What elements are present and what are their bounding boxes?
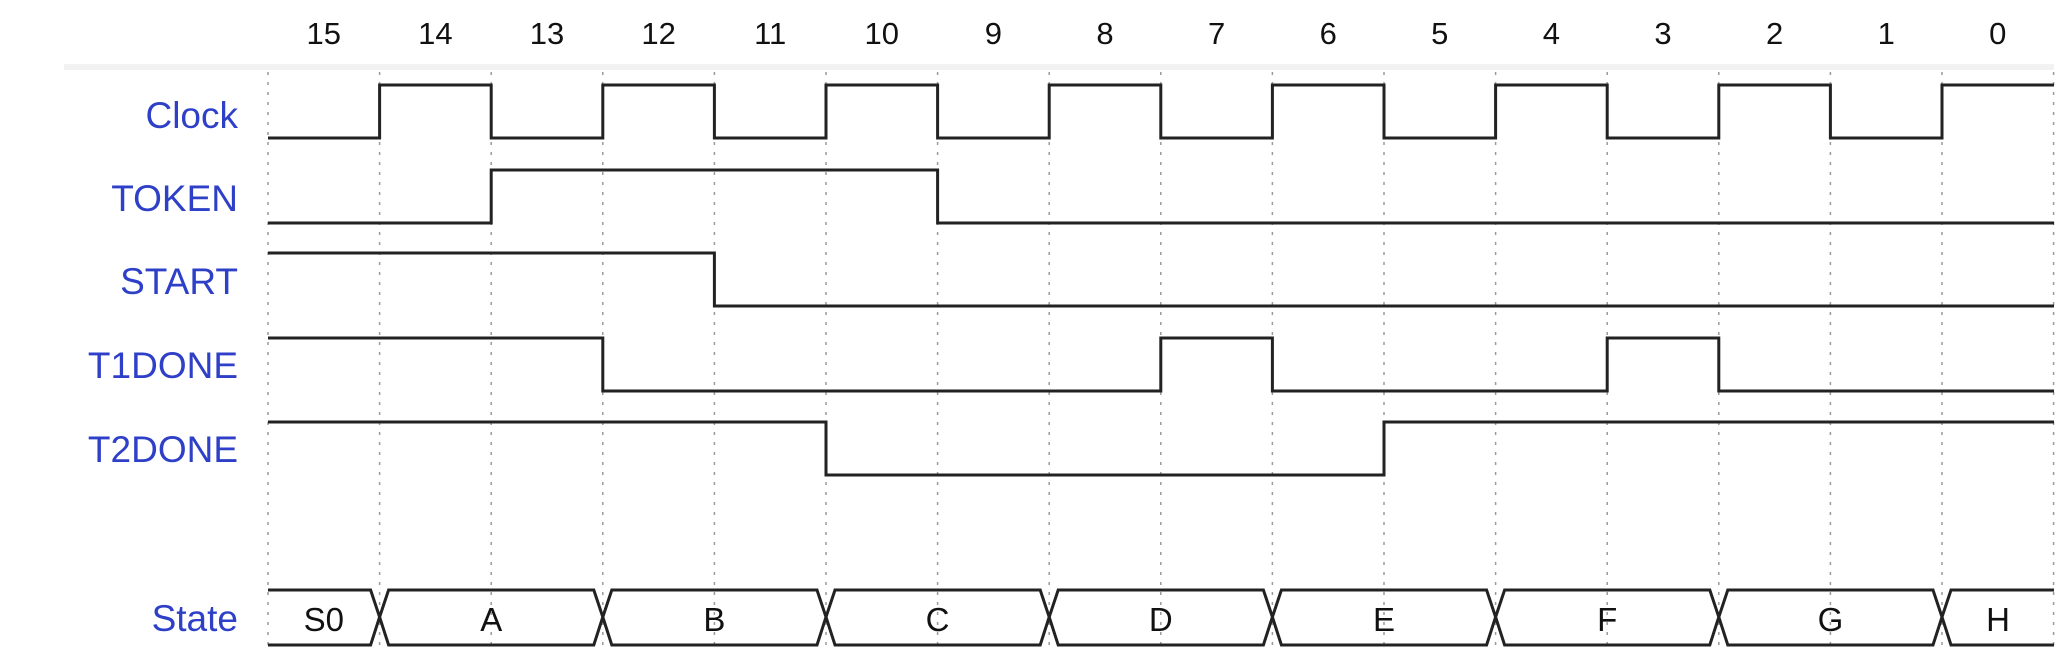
- column-number: 14: [418, 16, 452, 51]
- signal-label-clock: Clock: [145, 95, 238, 136]
- state-value-b: B: [703, 601, 725, 638]
- column-number: 7: [1208, 16, 1225, 51]
- column-number: 12: [641, 16, 675, 51]
- column-number: 4: [1543, 16, 1560, 51]
- signal-label-t2done: T2DONE: [88, 429, 238, 470]
- state-bus: S0 A B C D E F G H: [268, 588, 2054, 647]
- signal-label-state: State: [152, 598, 238, 639]
- column-number: 1: [1878, 16, 1895, 51]
- header-divider: [64, 64, 2054, 70]
- column-number: 13: [530, 16, 564, 51]
- column-number: 9: [985, 16, 1002, 51]
- state-value-s0: S0: [304, 601, 344, 638]
- state-value-d: D: [1149, 601, 1173, 638]
- waveform-token: [268, 168, 2054, 225]
- state-segment-h: [1940, 588, 2054, 647]
- signal-label-start: START: [120, 261, 238, 302]
- waveform-t2done: [268, 420, 2054, 477]
- grid-lines: [64, 64, 2055, 648]
- column-number: 5: [1431, 16, 1448, 51]
- state-value-h: H: [1986, 601, 2010, 638]
- column-number: 0: [1989, 16, 2006, 51]
- state-value-e: E: [1373, 601, 1395, 638]
- signal-label-t1done: T1DONE: [88, 345, 238, 386]
- waveform-clock: [268, 83, 2054, 140]
- column-number: 3: [1654, 16, 1671, 51]
- column-number: 8: [1096, 16, 1113, 51]
- waveform-start: [268, 251, 2054, 308]
- waveform-t1done: [268, 336, 2054, 393]
- state-value-a: A: [480, 601, 502, 638]
- waveforms: [268, 83, 2054, 477]
- column-number: 2: [1766, 16, 1783, 51]
- column-number: 6: [1320, 16, 1337, 51]
- column-number: 15: [307, 16, 341, 51]
- column-number: 10: [865, 16, 899, 51]
- state-value-g: G: [1818, 601, 1844, 638]
- signal-label-token: TOKEN: [111, 178, 238, 219]
- state-value-c: C: [926, 601, 950, 638]
- column-number: 11: [754, 16, 786, 51]
- state-value-f: F: [1597, 601, 1617, 638]
